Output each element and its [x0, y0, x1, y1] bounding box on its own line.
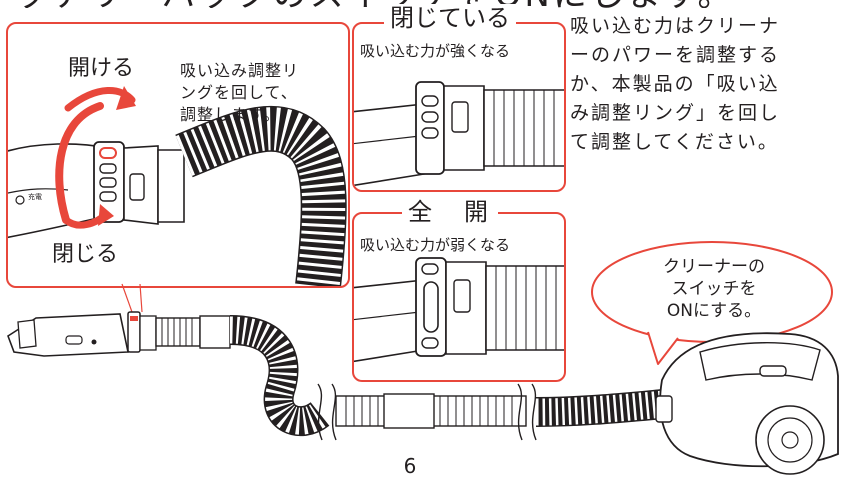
- note-line: 調整します。: [180, 105, 281, 124]
- header-fragment: ッテリーパックのスイッチをONにします。: [0, 0, 847, 8]
- ring-adjust-illustration: [8, 86, 347, 286]
- description-line: て調整してください。: [570, 131, 779, 153]
- closed-state-illustration: [354, 81, 564, 187]
- ring-adjust-panel: 開ける 閉じる 吸い込み調整リ ングを回して、 調整します。 充電: [6, 22, 350, 288]
- description-line: か、本製品の「吸い込: [570, 73, 780, 95]
- bubble-line: スイッチを: [671, 279, 757, 299]
- description-line: ーのパワーを調整する: [570, 44, 781, 66]
- note-line: ングを回して、: [180, 83, 298, 102]
- open-label: 開ける: [68, 56, 135, 81]
- speech-bubble-icon: [591, 241, 833, 365]
- closed-state-title: 閉じている: [384, 4, 516, 32]
- closed-state-subtitle: 吸い込む力が強くなる: [360, 42, 511, 60]
- page-number: 6: [403, 454, 417, 478]
- open-state-subtitle: 吸い込む力が弱くなる: [360, 236, 511, 254]
- bubble-line: ONにする。: [666, 301, 762, 321]
- ring-adjust-note: 吸い込み調整リ ングを回して、 調整します。: [180, 60, 348, 126]
- closed-state-panel: 吸い込む力が強くなる: [352, 22, 566, 192]
- open-state-title: 全 開: [402, 198, 498, 226]
- handle-mark: 充電: [28, 193, 42, 201]
- note-line: 吸い込み調整リ: [180, 61, 300, 80]
- close-label: 閉じる: [52, 242, 119, 267]
- switch-on-bubble: クリーナーの スイッチを ONにする。: [614, 256, 814, 322]
- open-state-panel: 吸い込む力が弱くなる: [352, 212, 566, 382]
- open-state-illustration: [354, 257, 564, 363]
- description-line: 吸い込む力はクリーナ: [570, 15, 781, 37]
- description-line: み調整リング」を回し: [570, 102, 781, 124]
- suction-description: 吸い込む力はクリーナ ーのパワーを調整する か、本製品の「吸い込 み調整リング」…: [570, 12, 846, 157]
- bubble-line: クリーナーの: [663, 257, 765, 277]
